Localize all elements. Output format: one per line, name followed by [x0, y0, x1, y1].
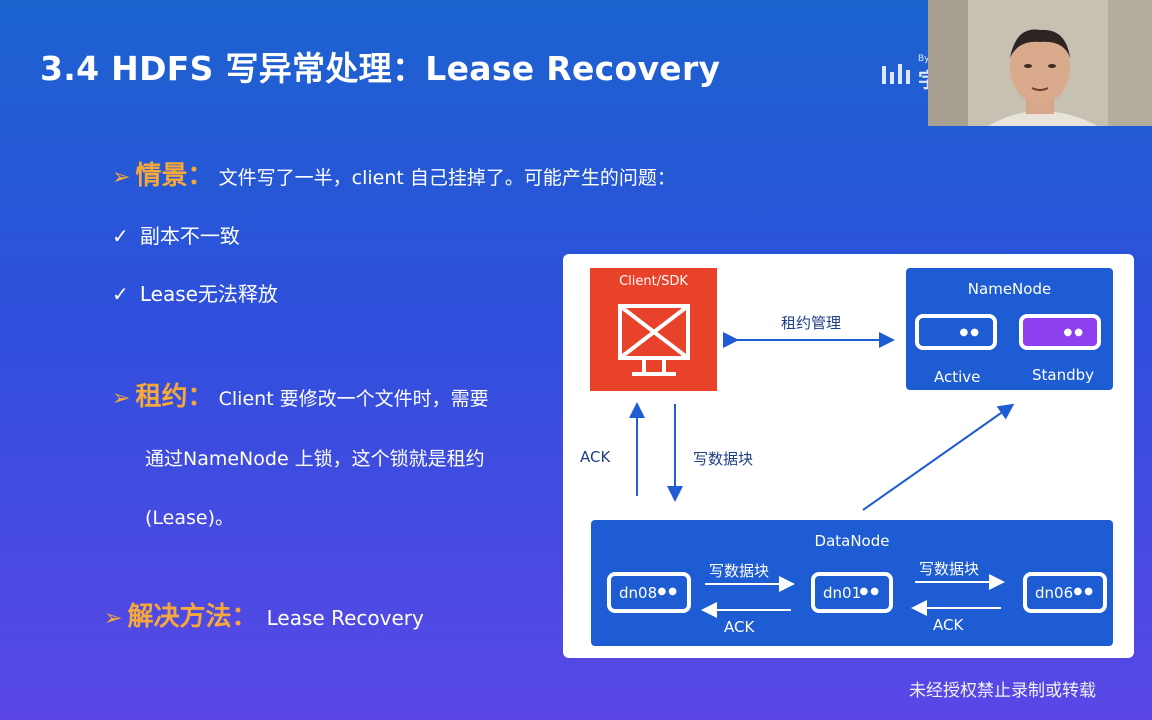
datanode-box: DataNode dn08 ●● dn01 ●● dn06 ●● 写数据块 AC…: [591, 520, 1113, 646]
datanode-dn06: dn06 ●●: [1023, 572, 1107, 613]
datanode-dn08: dn08 ●●: [607, 572, 691, 613]
scenario-heading: 情景：: [135, 161, 214, 191]
dn-ack-label-2: ACK: [933, 616, 964, 634]
copyright-watermark: 未经授权禁止录制或转载: [909, 681, 1096, 701]
standby-label: Standby: [1032, 366, 1095, 384]
lease-line-3: (Lease)。: [145, 507, 234, 529]
scenario-text: 文件写了一半，client 自己挂掉了。可能产生的问题：: [218, 167, 676, 189]
lease-line-1: Client 要修改一个文件时，需要: [218, 388, 489, 410]
diagram-arrows: [629, 332, 1015, 511]
arrow-bullet-icon: ➢: [112, 386, 131, 411]
arrow-bullet-icon: ➢: [104, 606, 123, 631]
hdfs-lease-diagram: Client/SDK 租约管理 ACK 写数据块 NameNode ●● ●● …: [563, 254, 1134, 658]
active-namenode-server-icon: ●●: [915, 314, 997, 350]
datanode-name: dn08: [619, 584, 658, 602]
dn-write-label-1: 写数据块: [709, 562, 770, 580]
lease-bullet: ➢ 租约： Client 要修改一个文件时，需要: [112, 376, 489, 413]
client-write-label: 写数据块: [693, 450, 754, 468]
datanode-name: dn06: [1035, 584, 1074, 602]
lease-management-label: 租约管理: [781, 314, 842, 332]
standby-namenode-server-icon: ●●: [1019, 314, 1101, 350]
dn-ack-label-1: ACK: [724, 618, 755, 636]
client-ack-label: ACK: [580, 448, 611, 466]
lease-line-2: 通过NameNode 上锁，这个锁就是租约: [145, 448, 485, 470]
datanode-name: dn01: [823, 584, 862, 602]
issue-text-2: Lease无法释放: [139, 282, 278, 306]
solution-text: Lease Recovery: [266, 606, 424, 630]
slide-title: 3.4 HDFS 写异常处理：Lease Recovery: [40, 49, 721, 88]
logo-by-text: By: [918, 54, 930, 64]
datanode-dn01: dn01 ●●: [811, 572, 893, 613]
namenode-box: NameNode ●● ●● Active Standby: [906, 268, 1113, 390]
solution-heading: 解决方法：: [127, 602, 258, 632]
solution-bullet: ➢ 解决方法： Lease Recovery: [104, 596, 424, 633]
scenario-bullet: ➢ 情景： 文件写了一半，client 自己挂掉了。可能产生的问题：: [112, 155, 676, 192]
dn-write-label-2: 写数据块: [919, 560, 980, 578]
datanode-arrows: [701, 574, 1005, 618]
issue-item-2: ✓ Lease无法释放: [112, 278, 278, 307]
namenode-title: NameNode: [967, 280, 1052, 298]
broken-computer-icon: [618, 304, 690, 376]
arrow-bullet-icon: ➢: [112, 165, 131, 190]
issue-text-1: 副本不一致: [139, 224, 240, 248]
issue-item-1: ✓ 副本不一致: [112, 220, 240, 249]
active-label: Active: [934, 368, 981, 386]
datanode-title: DataNode: [814, 532, 890, 550]
client-sdk-box: Client/SDK: [590, 268, 717, 391]
lease-heading: 租约：: [135, 382, 214, 412]
check-icon: ✓: [112, 224, 129, 248]
client-label: Client/SDK: [619, 274, 688, 289]
presenter-camera-feed: [928, 0, 1152, 126]
check-icon: ✓: [112, 282, 129, 306]
